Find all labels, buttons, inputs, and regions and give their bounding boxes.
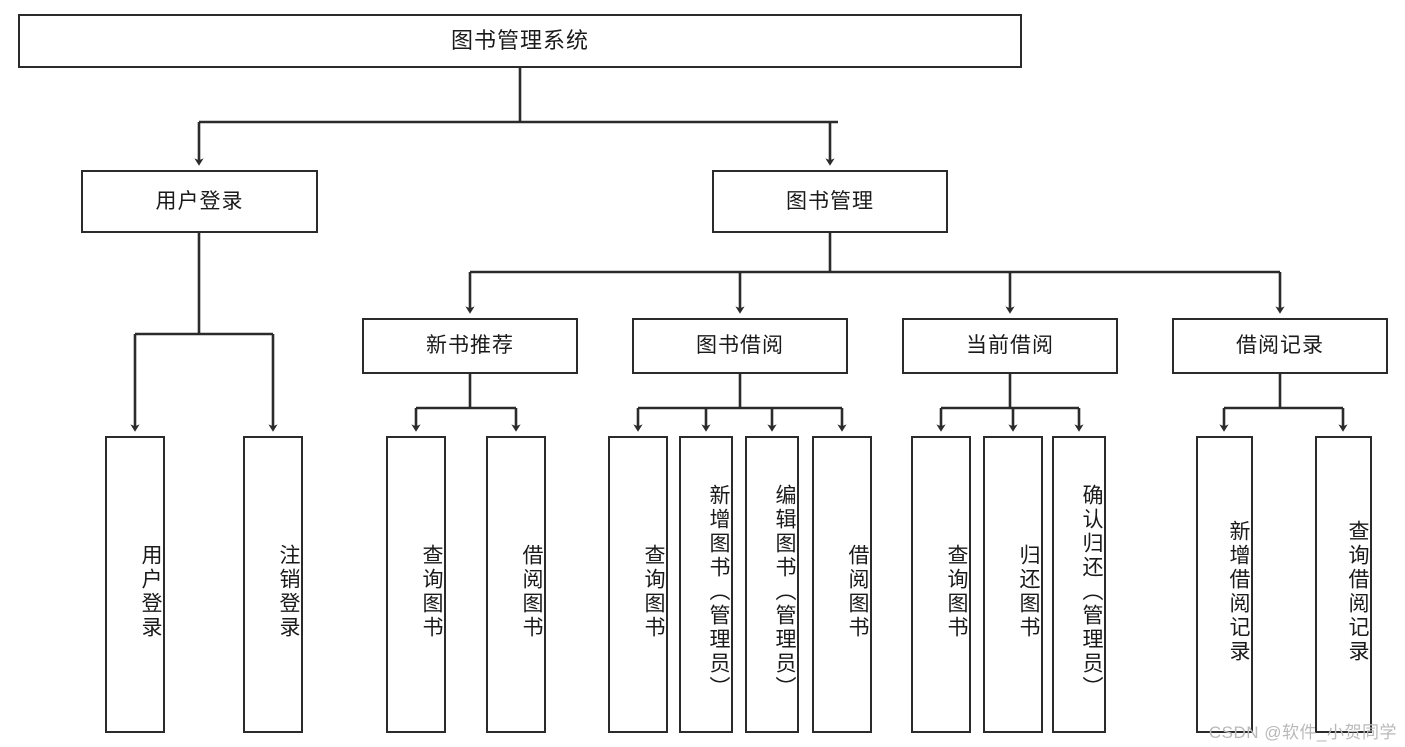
leaf-return-book[interactable]: 归还图书 [983,436,1043,733]
leaf-query-book-borrow[interactable]: 查询图书 [608,436,668,733]
leaf-user-logout[interactable]: 注销登录 [243,436,303,733]
node-user-login[interactable]: 用户登录 [81,170,318,233]
leaf-query-borrow-record[interactable]: 查询借阅记录 [1315,436,1372,733]
leaf-confirm-return[interactable]: 确认归还（管理员） [1052,436,1106,733]
watermark: CSDN @软件_小贺同学 [1208,723,1397,742]
node-current-borrow[interactable]: 当前借阅 [902,318,1118,374]
leaf-query-book-current[interactable]: 查询图书 [911,436,971,733]
node-book-borrow[interactable]: 图书借阅 [632,318,848,374]
leaf-edit-book[interactable]: 编辑图书（管理员） [745,436,799,733]
node-root[interactable]: 图书管理系统 [18,14,1022,68]
leaf-add-book[interactable]: 新增图书（管理员） [679,436,733,733]
node-borrow-record[interactable]: 借阅记录 [1172,318,1388,374]
leaf-user-login[interactable]: 用户登录 [105,436,165,733]
leaf-add-borrow-record[interactable]: 新增借阅记录 [1196,436,1253,733]
leaf-borrow-book[interactable]: 借阅图书 [812,436,872,733]
leaf-query-book-recommend[interactable]: 查询图书 [386,436,446,733]
node-new-book-recommend[interactable]: 新书推荐 [362,318,578,374]
node-book-management[interactable]: 图书管理 [712,170,948,233]
leaf-borrow-book-recommend[interactable]: 借阅图书 [486,436,546,733]
